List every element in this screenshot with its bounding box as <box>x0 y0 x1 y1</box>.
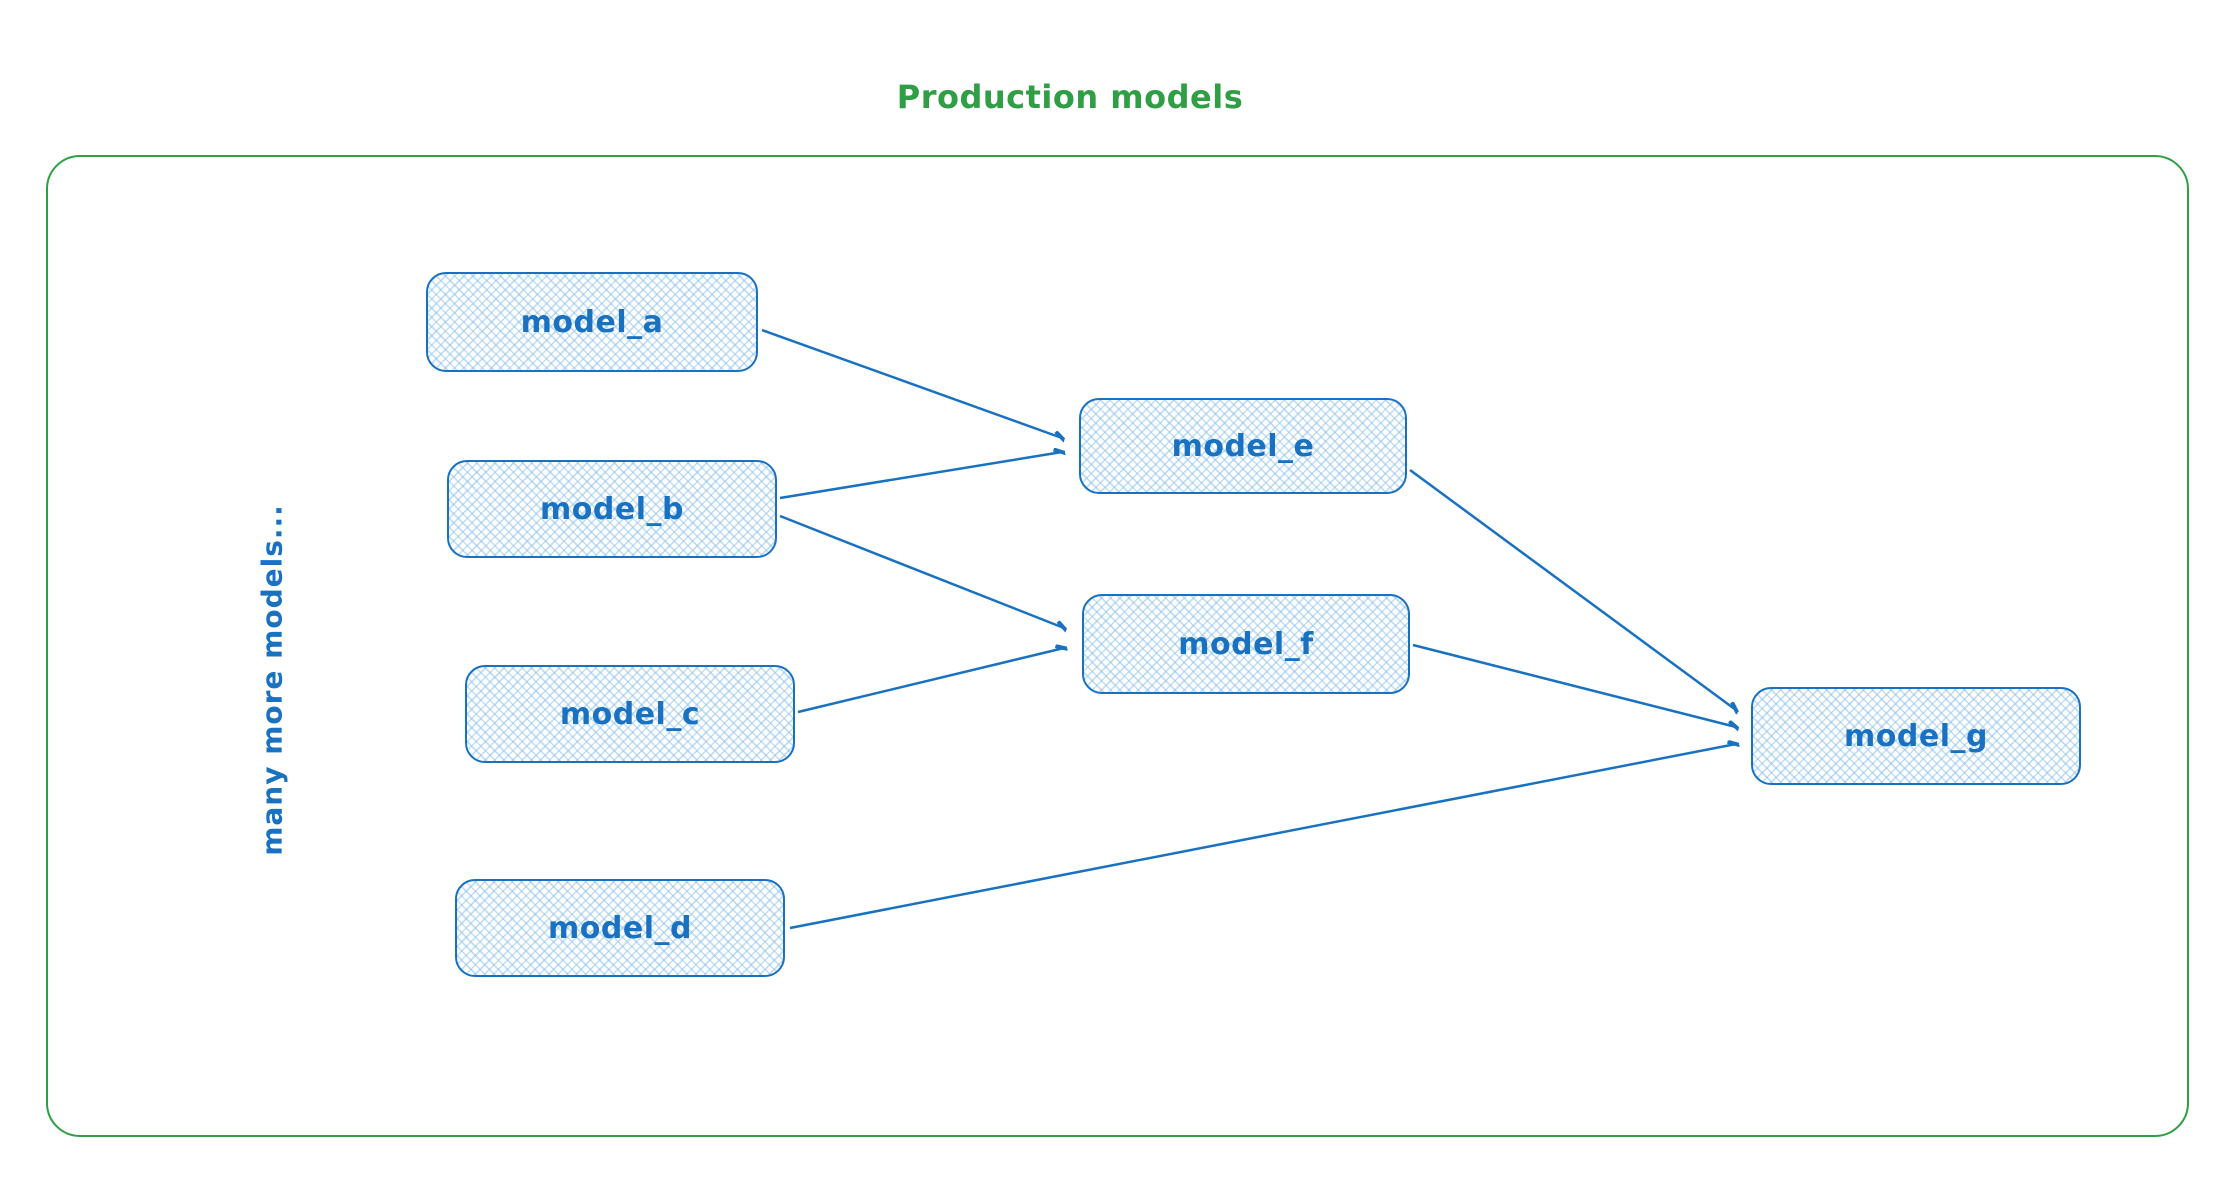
node-model_c-label: model_c <box>559 696 701 732</box>
node-model_a-label: model_a <box>520 304 664 340</box>
production-models-frame <box>46 155 2189 1137</box>
node-model_e: model_e <box>1079 398 1407 494</box>
node-model_b-label: model_b <box>540 491 684 527</box>
node-model_d-label: model_d <box>548 910 692 946</box>
node-model_b: model_b <box>447 460 777 558</box>
node-model_d: model_d <box>455 879 785 977</box>
node-model_f-label: model_f <box>1178 626 1314 662</box>
node-model_g-label: model_g <box>1844 718 1988 754</box>
node-model_a: model_a <box>426 272 758 372</box>
many-more-models-label: many more models... <box>255 504 289 856</box>
node-model_e-label: model_e <box>1171 428 1315 464</box>
node-model_f: model_f <box>1082 594 1410 694</box>
node-model_c: model_c <box>465 665 795 763</box>
diagram-title: Production models <box>896 78 1244 116</box>
node-model_g: model_g <box>1751 687 2081 785</box>
